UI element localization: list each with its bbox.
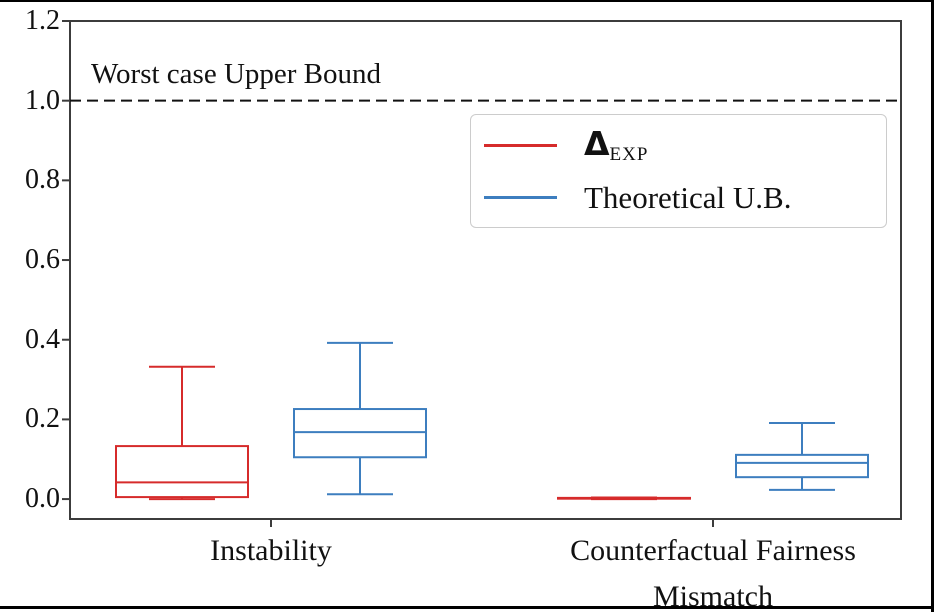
legend-label-exp: ΔEXP bbox=[584, 127, 648, 164]
y-tick-label: 0.0 bbox=[25, 483, 60, 515]
box bbox=[735, 453, 869, 479]
reference-line-label: Worst case Upper Bound bbox=[91, 58, 382, 90]
legend-label-theoretical-ub: Theoretical U.B. bbox=[584, 179, 792, 215]
screenshot-border-top bbox=[0, 0, 934, 2]
delta-symbol: Δ bbox=[584, 123, 610, 163]
axes-spines bbox=[69, 20, 902, 520]
y-tick-label: 0.8 bbox=[25, 164, 60, 196]
screenshot-border-right bbox=[931, 0, 934, 612]
y-tick-label: 1.0 bbox=[25, 84, 60, 116]
legend-line-red bbox=[484, 143, 557, 147]
y-tick-label: 1.2 bbox=[25, 5, 60, 36]
legend: ΔEXP Theoretical U.B. bbox=[470, 114, 887, 228]
y-tick-label: 0.4 bbox=[25, 323, 60, 355]
delta-subscript: EXP bbox=[609, 143, 649, 165]
y-tick-label: 0.2 bbox=[25, 403, 60, 435]
y-tick-label: 0.6 bbox=[25, 244, 60, 276]
screenshot-border-bottom bbox=[0, 606, 934, 609]
box bbox=[115, 445, 249, 499]
x-category-label: Counterfactual Fairness Mismatch bbox=[570, 534, 856, 612]
legend-line-blue bbox=[484, 195, 557, 199]
legend-entry-theoretical-ub: Theoretical U.B. bbox=[471, 174, 886, 220]
legend-entry-exp: ΔEXP bbox=[471, 122, 886, 168]
x-category-label: Instability bbox=[210, 534, 332, 567]
